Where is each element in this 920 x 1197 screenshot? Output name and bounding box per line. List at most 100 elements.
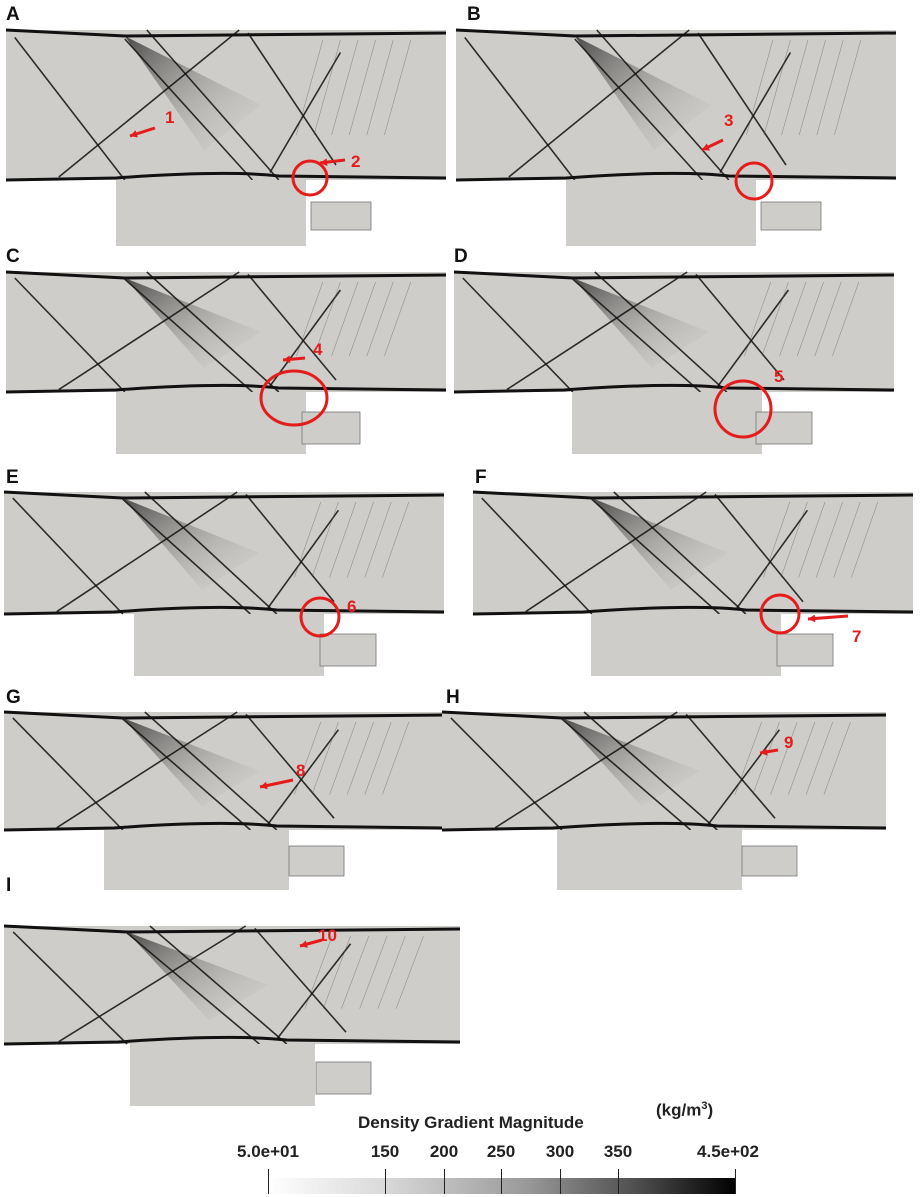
- cavity-region: [134, 614, 324, 676]
- shock-line: [146, 29, 280, 181]
- wave-line: [851, 501, 879, 578]
- cavity-step: [288, 845, 345, 877]
- wave-line: [377, 935, 406, 1009]
- callout-circle: [259, 369, 329, 427]
- panel-letter: G: [6, 687, 21, 708]
- shock-line: [144, 711, 278, 831]
- shock-line: [574, 38, 703, 181]
- channel-region: [6, 272, 446, 392]
- callout-label: 1: [165, 108, 175, 127]
- colorbar-tick: 350: [603, 1142, 633, 1161]
- wave-line: [382, 501, 410, 578]
- cavity-region: [566, 180, 756, 246]
- wave-line: [395, 935, 424, 1009]
- wave-line: [346, 501, 374, 578]
- shock-line: [583, 711, 718, 831]
- colorbar-tick: 300: [545, 1142, 575, 1161]
- shock-line: [464, 37, 576, 181]
- shock-line: [736, 509, 809, 609]
- shock-line: [267, 509, 340, 609]
- colorbar-gradient: [268, 1178, 736, 1194]
- colorbar-tick-mark: [618, 1169, 619, 1194]
- cavity-region: [130, 1044, 315, 1106]
- channel-region: [456, 30, 896, 180]
- shock-line: [12, 497, 124, 615]
- callout-label: 3: [724, 111, 734, 130]
- shock-line: [122, 498, 251, 615]
- shock-line: [58, 925, 247, 1043]
- shock-line: [58, 29, 240, 178]
- callout-arrow: [807, 614, 849, 621]
- cavity-step: [310, 201, 372, 231]
- cavity-step: [755, 411, 813, 445]
- wave-line: [763, 501, 791, 578]
- top-wall: [5, 270, 447, 280]
- wave-line: [296, 39, 324, 136]
- wave-line: [304, 935, 333, 1009]
- callout-arrow: [319, 158, 346, 165]
- callout-circle: [734, 161, 774, 201]
- wave-line: [761, 281, 789, 357]
- wave-line: [823, 721, 851, 795]
- bottom-wall: [441, 821, 887, 832]
- channel-region: [4, 926, 460, 1044]
- wave-line: [366, 39, 394, 136]
- bottom-wall: [5, 171, 447, 182]
- shock-line: [707, 729, 781, 825]
- top-wall: [455, 28, 897, 38]
- expansion-fan: [572, 278, 710, 368]
- callout-label: 4: [313, 340, 323, 359]
- panel-letter: H: [446, 687, 460, 708]
- wave-line: [763, 39, 791, 136]
- colorbar-tick-mark: [268, 1169, 269, 1194]
- callout-arrow: [701, 138, 724, 152]
- channel-region: [4, 712, 444, 830]
- shock-line: [126, 932, 260, 1045]
- wave-line: [832, 281, 860, 357]
- colorbar-title: Density Gradient Magnitude: [358, 1113, 584, 1132]
- shock-line: [596, 29, 730, 181]
- wave-line: [311, 721, 339, 795]
- colorbar-tick-mark: [444, 1169, 445, 1194]
- shock-line: [245, 713, 335, 819]
- callout-label: 7: [852, 627, 862, 646]
- wave-line: [734, 721, 762, 795]
- wave-line: [746, 39, 774, 136]
- wave-line: [364, 501, 392, 578]
- top-wall: [5, 28, 447, 38]
- wave-line: [798, 501, 826, 578]
- panel-letter: D: [454, 246, 468, 267]
- shock-line: [56, 491, 238, 613]
- expansion-fan: [561, 718, 700, 807]
- wave-line: [815, 501, 843, 578]
- shock-line: [697, 32, 787, 166]
- callout-label: 8: [296, 761, 306, 780]
- cavity-region: [572, 392, 762, 454]
- wave-line: [348, 281, 376, 357]
- shock-line: [149, 925, 288, 1045]
- wave-line: [359, 935, 388, 1009]
- top-wall: [3, 490, 445, 500]
- shock-line: [450, 717, 563, 831]
- colorbar-tick: 250: [486, 1142, 516, 1161]
- shock-line: [14, 37, 126, 181]
- bottom-wall: [3, 1035, 461, 1046]
- wave-line: [348, 39, 376, 136]
- panel-letter: B: [467, 4, 481, 25]
- shock-line: [591, 498, 720, 615]
- cavity-step: [319, 633, 377, 667]
- shock-line: [247, 32, 337, 166]
- wave-line: [322, 935, 351, 1009]
- wave-line: [331, 281, 359, 357]
- colorbar-tick: 5.0e+01: [237, 1142, 299, 1161]
- panel-letter: I: [6, 875, 12, 896]
- wave-line: [805, 721, 834, 795]
- shock-line: [508, 29, 690, 178]
- shock-line: [124, 38, 253, 181]
- cavity-region: [116, 392, 306, 454]
- shock-line: [56, 711, 238, 829]
- callout-arrowhead: [260, 781, 268, 790]
- callout-circle: [759, 593, 801, 635]
